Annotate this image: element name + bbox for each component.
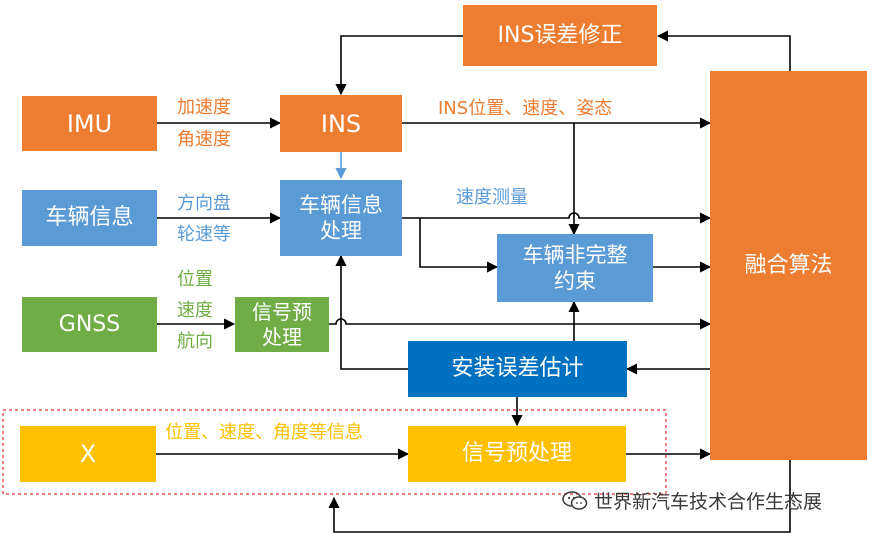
edge-correction-to-ins xyxy=(335,35,463,96)
ins-node: INS xyxy=(280,95,402,152)
speed-meas-label: 速度测量 xyxy=(456,187,528,208)
veh-wheel-label: 轮速等 xyxy=(177,224,231,245)
edge-proc-to-fusion xyxy=(402,212,712,224)
ins-out-label: INS位置、速度、姿态 xyxy=(438,98,613,119)
gnss-preproc-label: 信号预 处理 xyxy=(252,299,312,349)
gnss-preproc-node: 信号预 处理 xyxy=(235,297,329,352)
edge-install-to-proc xyxy=(335,254,408,370)
vehicle-info-node: 车辆信息 xyxy=(22,190,157,246)
edge-fusion-to-correction xyxy=(656,30,791,71)
edge-preproc-to-fusion xyxy=(329,318,712,330)
fusion-node: 融合算法 xyxy=(710,71,867,460)
watermark-text: 世界新汽车技术合作生态展 xyxy=(594,491,823,513)
x-node: X xyxy=(20,426,156,482)
imu-node: IMU xyxy=(22,96,157,151)
vehicle-proc-node: 车辆信息 处理 xyxy=(280,180,402,256)
x-preproc-node: 信号预处理 xyxy=(408,426,626,482)
fusion-label: 融合算法 xyxy=(744,252,833,278)
ins-correction-node: INS误差修正 xyxy=(463,5,657,66)
x-preproc-label: 信号预处理 xyxy=(461,441,572,467)
gnss-vel-label: 速度 xyxy=(177,300,213,321)
edge-fusion-to-x-loop xyxy=(328,460,791,533)
install-error-node: 安装误差估计 xyxy=(408,341,627,397)
gnss-pos-label: 位置 xyxy=(177,269,213,290)
gnss-label: GNSS xyxy=(58,311,121,337)
x-info-label: 位置、速度、角度等信息 xyxy=(165,422,363,443)
edge-proc-to-constraint xyxy=(419,218,499,273)
imu-accel-label: 加速度 xyxy=(177,97,231,118)
imu-gyro-label: 角速度 xyxy=(177,129,231,150)
nonholonomic-node: 车辆非完整 约束 xyxy=(497,234,653,302)
wechat-icon xyxy=(562,490,588,510)
nonholonomic-label: 车辆非完整 约束 xyxy=(522,242,628,293)
gnss-heading-label: 航向 xyxy=(177,331,213,352)
vehicle-proc-label: 车辆信息 处理 xyxy=(299,192,383,243)
imu-label: IMU xyxy=(66,109,113,138)
veh-steer-label: 方向盘 xyxy=(177,193,231,214)
install-error-label: 安装误差估计 xyxy=(451,356,584,382)
ins-correction-label: INS误差修正 xyxy=(497,22,623,48)
gnss-node: GNSS xyxy=(22,297,157,352)
watermark: 世界新汽车技术合作生态展 xyxy=(562,487,822,514)
ins-label: INS xyxy=(320,109,362,138)
x-path-frame xyxy=(2,409,667,495)
vehicle-info-label: 车辆信息 xyxy=(45,205,134,231)
x-label: X xyxy=(79,440,97,468)
